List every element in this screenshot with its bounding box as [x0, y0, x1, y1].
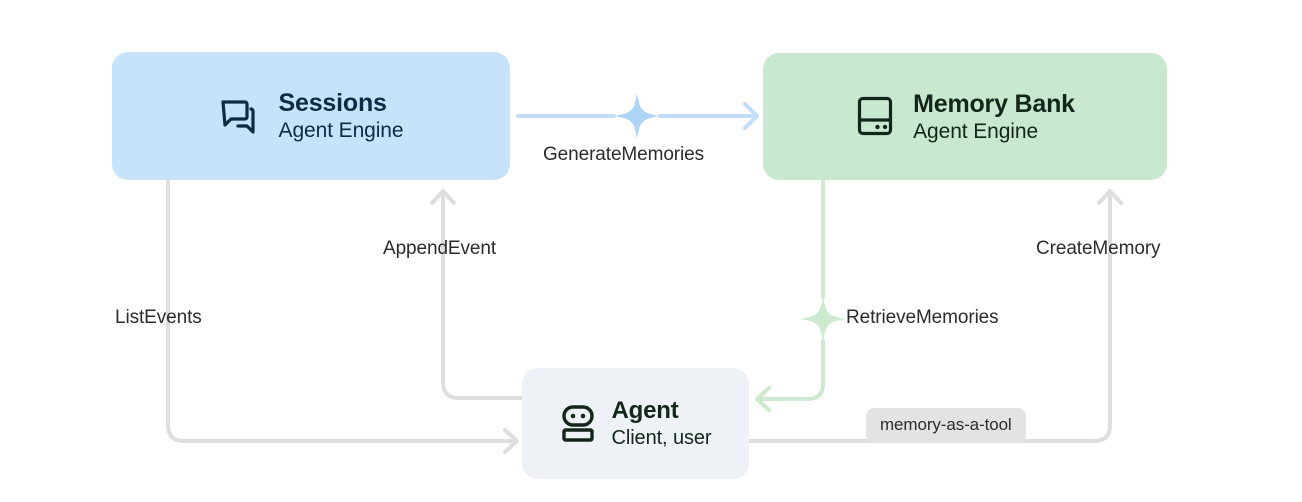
node-agent[interactable]: Agent Client, user — [522, 368, 749, 479]
forum-icon — [220, 100, 255, 134]
edge-append-event-path — [441, 194, 524, 400]
node-agent-subtitle: Client, user — [611, 426, 712, 449]
edge-label-create-memory: CreateMemory — [1036, 238, 1161, 259]
edge-label-generate-memories: GenerateMemories — [543, 144, 705, 165]
node-sessions-title: Sessions — [278, 89, 387, 118]
robot-icon — [561, 405, 594, 443]
edge-list-events-arrowhead — [503, 428, 519, 454]
edge-list-events-path — [166, 180, 514, 443]
node-memory-bank-subtitle: Agent Engine — [913, 119, 1039, 143]
edge-label-list-events: ListEvents — [115, 307, 202, 328]
edge-label-retrieve-memories: RetrieveMemories — [846, 307, 999, 328]
retrieve-memories-sparkle-icon — [800, 296, 846, 342]
node-sessions-subtitle: Agent Engine — [278, 119, 404, 143]
edge-append-event-arrowhead — [430, 189, 456, 205]
badge-memory-as-a-tool: memory-as-a-tool — [866, 408, 1026, 443]
edge-retrieve-memories-arrowhead — [755, 386, 771, 412]
node-memory-bank[interactable]: Memory Bank Agent Engine — [763, 53, 1167, 180]
edge-label-append-event: AppendEvent — [383, 238, 496, 259]
edge-create-memory-arrowhead — [1097, 189, 1123, 205]
edge-retrieve-memories-path-bottom — [755, 339, 825, 401]
memory-bank-icon — [858, 97, 893, 136]
edge-generate-memories-arrowhead — [743, 102, 759, 130]
node-sessions[interactable]: Sessions Agent Engine — [112, 52, 510, 180]
node-agent-title: Agent — [611, 396, 679, 424]
node-memory-bank-title: Memory Bank — [913, 89, 1075, 118]
generate-memories-sparkle-icon — [614, 93, 660, 139]
